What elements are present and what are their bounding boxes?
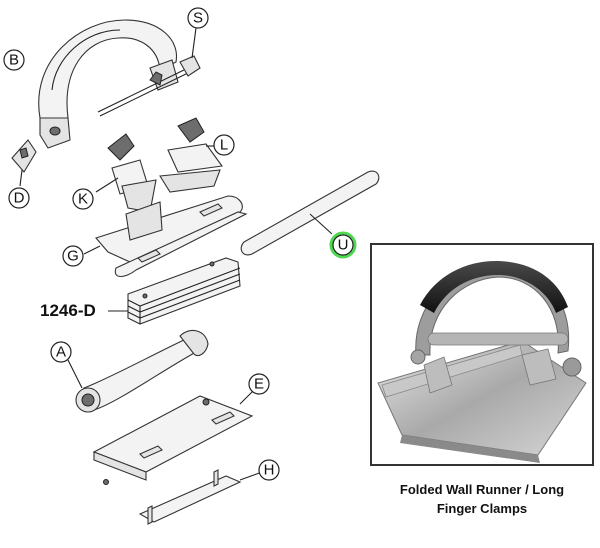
caption-line-2: Finger Clamps (436, 501, 528, 516)
svg-text:D: D (14, 190, 25, 207)
part-handle-b (38, 19, 179, 149)
product-photo-frame (370, 243, 594, 466)
callout-a: A (50, 341, 72, 363)
part-plate-h (138, 469, 263, 525)
part-blade-u (240, 170, 380, 256)
photo-caption: Folded Wall Runner / Long Finger Clamps (370, 480, 594, 518)
svg-text:L: L (220, 137, 228, 154)
part-pad-stack-1246-d (127, 257, 241, 325)
part-plate-e (92, 385, 259, 485)
part-number-label: 1246-D (40, 301, 96, 320)
callout-l: L (213, 134, 235, 156)
product-photo (377, 261, 587, 463)
svg-text:H: H (264, 462, 275, 479)
callout-k: K (72, 188, 94, 210)
part-handle-a (67, 329, 209, 413)
svg-text:B: B (9, 52, 19, 69)
svg-text:U: U (338, 237, 349, 254)
callout-e: E (248, 373, 270, 395)
callout-d: D (8, 187, 30, 209)
svg-text:S: S (193, 10, 203, 27)
callout-g: G (62, 245, 84, 267)
caption-line-1: Folded Wall Runner / Long (399, 482, 565, 497)
part-clamp-k (95, 133, 157, 213)
callout-h: H (258, 459, 280, 481)
svg-text:E: E (254, 376, 264, 393)
svg-text:G: G (67, 248, 79, 265)
svg-text:A: A (56, 344, 66, 361)
part-wedge-d (11, 139, 37, 187)
callout-s: S (187, 7, 209, 29)
part-clamp-l (159, 117, 223, 193)
callout-u-highlighted: U (329, 231, 357, 259)
svg-text:K: K (78, 191, 88, 208)
part-base-plate-g (83, 195, 248, 278)
part-bolt-s (97, 27, 201, 117)
callout-b: B (3, 49, 25, 71)
